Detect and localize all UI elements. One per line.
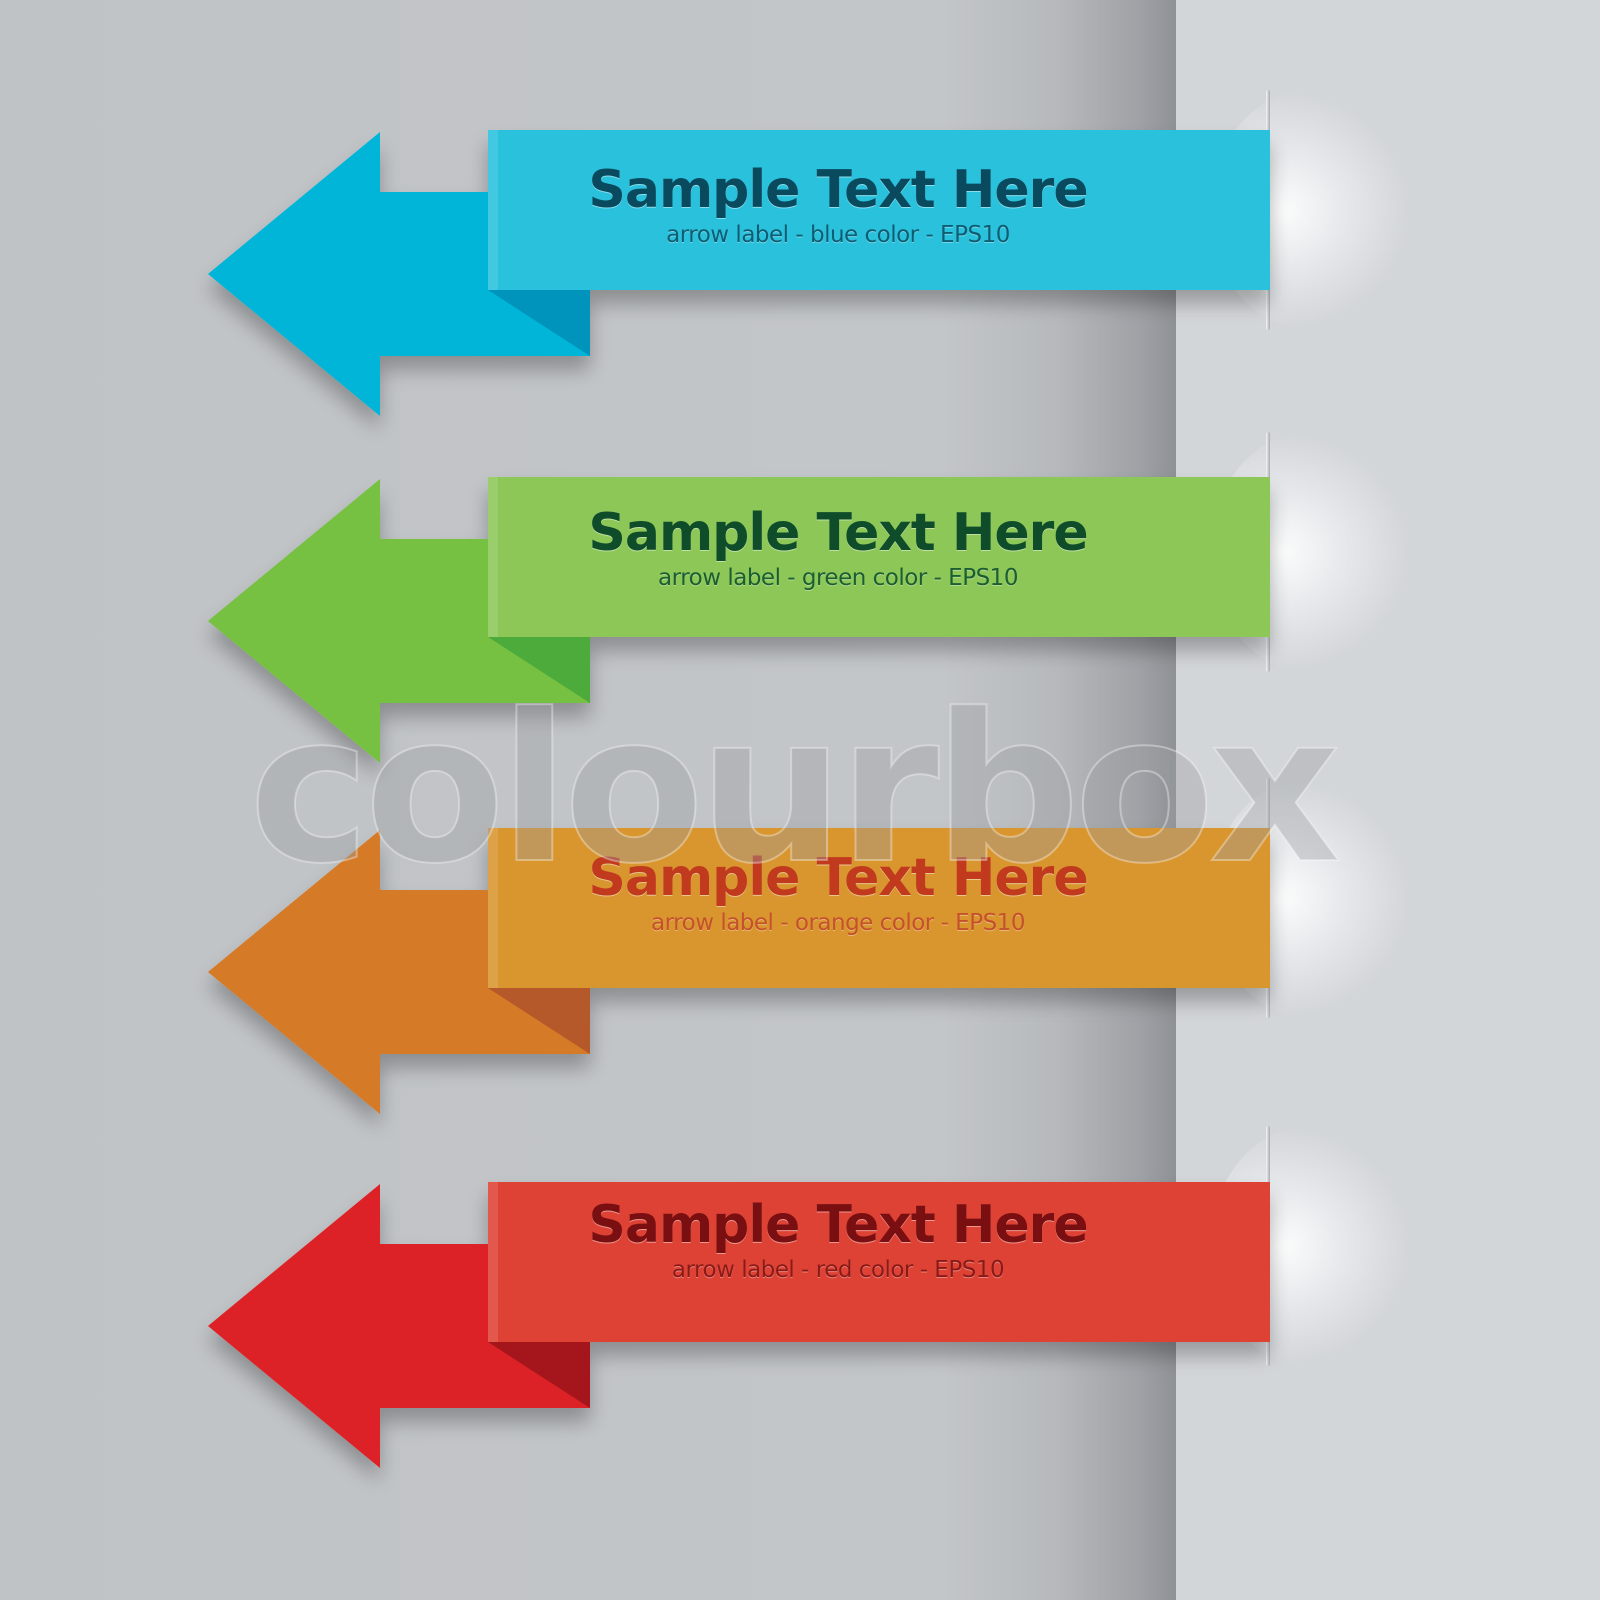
- arrow-4-band-edge: [488, 1182, 498, 1342]
- label-3-title: Sample Text Here: [588, 848, 1088, 908]
- label-1-title: Sample Text Here: [588, 160, 1088, 220]
- label-4-text: Sample Text Here arrow label - red color…: [448, 1195, 1228, 1285]
- arrow-label-4: [208, 1182, 1270, 1468]
- label-2-title: Sample Text Here: [588, 503, 1088, 563]
- arrow-3-band-edge: [488, 828, 498, 988]
- arrow-2-fold: [488, 637, 590, 703]
- arrow-2-band: [488, 477, 1270, 637]
- label-3-subtitle: arrow label - orange color - EPS10: [651, 910, 1025, 936]
- arrow-label-2: [208, 477, 1270, 763]
- arrow-3-band: [488, 828, 1270, 988]
- watermark-text: colourbox: [249, 690, 1339, 900]
- arrow-3-fold: [488, 988, 590, 1054]
- arrow-1-band-edge: [488, 130, 498, 290]
- watermark-logo: colourbox: [248, 690, 1346, 900]
- arrow-4-fold: [488, 1342, 590, 1408]
- arrow-2-band-edge: [488, 477, 498, 637]
- label-2-subtitle: arrow label - green color - EPS10: [658, 565, 1018, 591]
- arrow-label-1: [208, 130, 1270, 416]
- label-1-subtitle: arrow label - blue color - EPS10: [666, 222, 1010, 248]
- label-2-text: Sample Text Here arrow label - green col…: [448, 503, 1228, 593]
- label-3-text: Sample Text Here arrow label - orange co…: [448, 848, 1228, 938]
- arrow-1-band: [488, 130, 1270, 290]
- label-4-title: Sample Text Here: [588, 1195, 1088, 1255]
- label-1-text: Sample Text Here arrow label - blue colo…: [448, 160, 1228, 250]
- arrow-label-3: [208, 828, 1270, 1114]
- label-4-subtitle: arrow label - red color - EPS10: [671, 1257, 1005, 1283]
- arrow-4-band: [488, 1182, 1270, 1342]
- arrow-1-fold: [488, 290, 590, 356]
